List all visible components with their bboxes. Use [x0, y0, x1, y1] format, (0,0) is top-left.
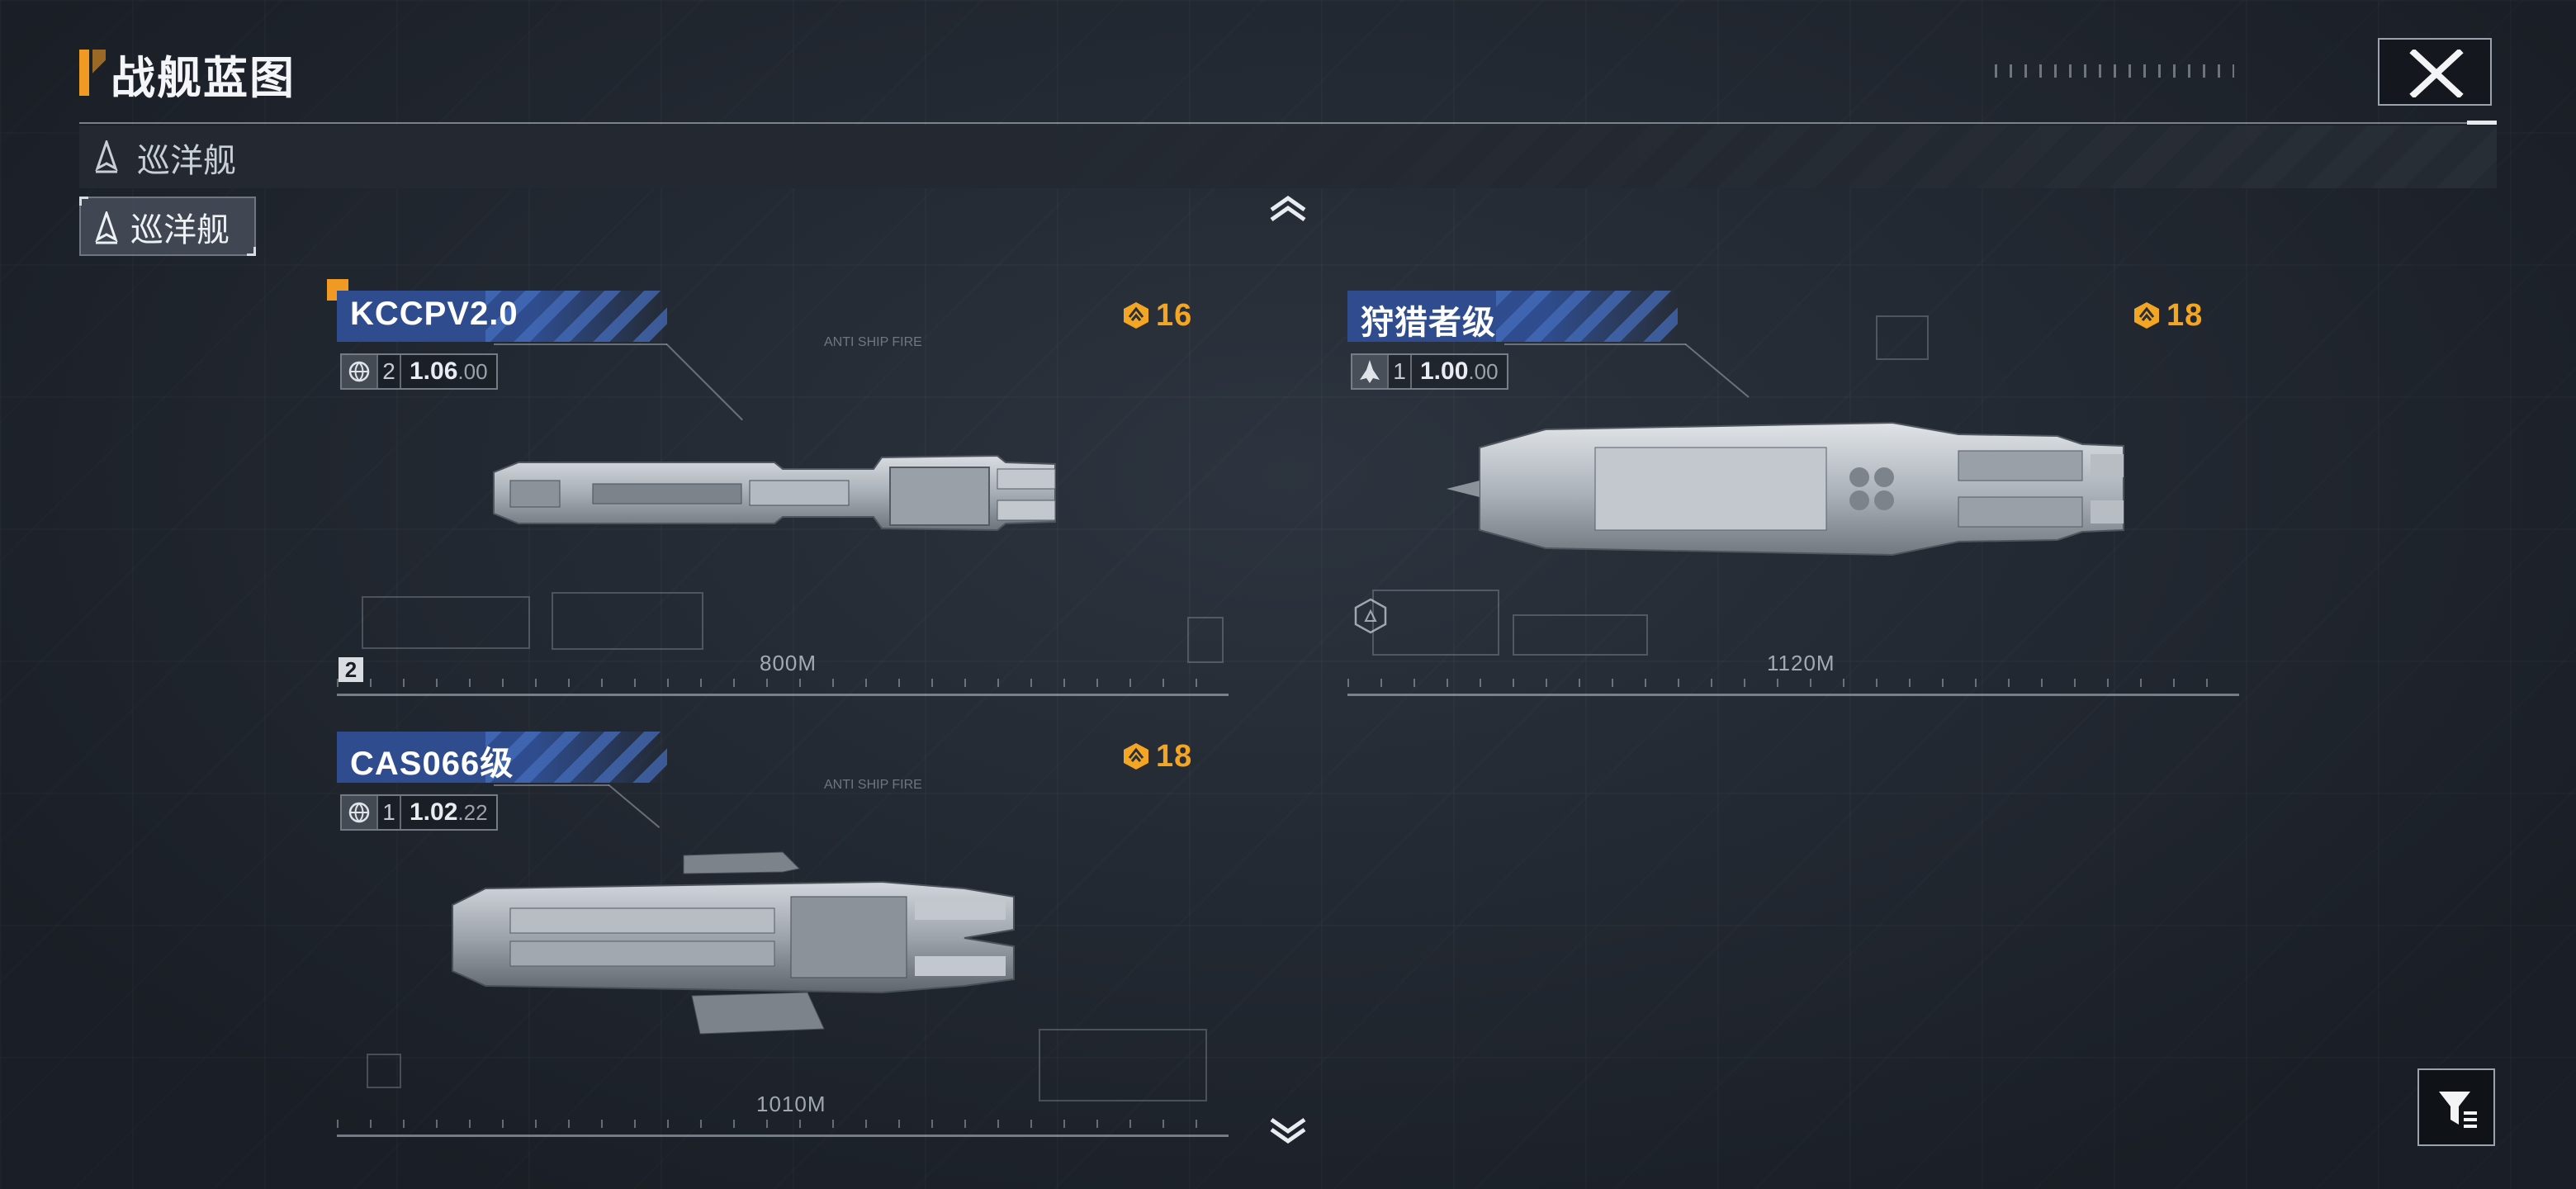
schematic-panel [1513, 614, 1648, 656]
globe-icon [342, 355, 376, 388]
cruiser-icon [95, 211, 118, 244]
ship-level-badge: 2 [339, 657, 363, 682]
ship-name-band [337, 732, 667, 783]
leader-line [1684, 343, 1750, 398]
cost-value: 18 [2166, 297, 2204, 333]
spec-value: 1.02 .22 [401, 796, 496, 829]
ship-name: KCCPV2.0 [350, 296, 519, 332]
schematic-panel [552, 592, 703, 650]
ship-card[interactable]: KCCPV2.0 16 2 1.06 .00 ANTI SHIP FIRE [337, 291, 1229, 703]
title-accent [79, 50, 89, 96]
spec-count: 2 [376, 355, 401, 388]
cost-value: 16 [1156, 297, 1193, 333]
ship-length: 1010M [756, 1092, 826, 1116]
schematic-panel [1039, 1029, 1207, 1101]
leader-line [608, 784, 661, 828]
ship-length: 1120M [1767, 651, 1835, 675]
filter-button[interactable] [2417, 1068, 2495, 1146]
length-ticks [337, 679, 1229, 687]
length-baseline [1347, 694, 2239, 696]
ship-cost: 18 [2132, 297, 2203, 334]
ship-model [493, 454, 1056, 532]
leader-line [494, 343, 667, 345]
ship-name: 狩猎者级 [1361, 305, 1496, 341]
length-ticks [337, 1120, 1229, 1128]
category-label: 巡洋舰 [137, 143, 236, 179]
cost-value: 18 [1156, 738, 1193, 774]
ship-tag: ANTI SHIP FIRE [824, 778, 922, 792]
title-accent-stripe [92, 50, 106, 96]
spec-value-decimal: .00 [1468, 358, 1499, 384]
ship-card[interactable]: 狩猎者级 18 1 1.00 .00 [1347, 291, 2239, 703]
schematic-panel [1876, 315, 1929, 360]
ship-card[interactable]: CAS066级 18 1 1.02 .22 ANTI SHIP FIRE [337, 732, 1229, 1144]
schematic-panel [362, 596, 530, 649]
cost-icon [1124, 743, 1148, 770]
ship-name: CAS066级 [350, 746, 514, 782]
ship-model [452, 851, 1015, 1035]
length-baseline [337, 694, 1229, 696]
spec-count: 1 [376, 796, 401, 829]
ship-name-band [337, 291, 667, 342]
schematic-panel [1372, 590, 1499, 656]
category-bar[interactable] [79, 126, 2497, 188]
spec-value: 1.06 .00 [401, 355, 496, 388]
ship-cost: 16 [1121, 297, 1192, 334]
schematic-panel [367, 1054, 401, 1088]
ship-spec: 1 1.00 .00 [1351, 353, 1508, 390]
header-divider-end [2467, 121, 2497, 125]
spec-count: 1 [1387, 355, 1412, 388]
ship-length: 800M [760, 651, 817, 675]
chevron-down-icon[interactable] [1268, 1116, 1308, 1144]
cost-icon [2134, 302, 2159, 329]
spec-value-decimal: .22 [457, 799, 488, 825]
ship-tag: ANTI SHIP FIRE [824, 335, 922, 349]
cost-icon [1124, 302, 1148, 329]
filter-chip-label: 巡洋舰 [130, 212, 230, 249]
length-baseline [337, 1135, 1229, 1137]
spec-value-main: 1.00 [1420, 358, 1469, 385]
fighter-icon [1352, 355, 1387, 388]
spec-value-main: 1.02 [410, 798, 458, 826]
spec-value-decimal: .00 [457, 358, 488, 384]
spec-value-main: 1.06 [410, 358, 458, 385]
ship-name-band [1347, 291, 1678, 342]
globe-icon [342, 796, 376, 829]
leader-line [665, 343, 743, 421]
cruiser-icon [95, 140, 118, 173]
close-button[interactable] [2378, 38, 2492, 106]
leader-line [1504, 343, 1686, 345]
spec-value: 1.00 .00 [1412, 355, 1507, 388]
page-title: 战舰蓝图 [111, 54, 296, 103]
header-ruler [1995, 64, 2234, 78]
schematic-panel [1187, 617, 1224, 663]
ship-spec: 2 1.06 .00 [340, 353, 498, 390]
chevron-up-icon[interactable] [1268, 195, 1308, 223]
filter-icon [2439, 1092, 2477, 1128]
leader-line [494, 784, 609, 786]
hexagon-marker-icon [1354, 598, 1387, 634]
header-divider [79, 122, 2497, 124]
close-icon [2409, 50, 2464, 97]
cruiser-filter-chip[interactable] [79, 197, 256, 256]
ship-spec: 1 1.02 .22 [340, 794, 498, 831]
length-ticks [1347, 679, 2239, 687]
ship-model [1447, 421, 2124, 557]
ship-cost: 18 [1121, 738, 1192, 775]
